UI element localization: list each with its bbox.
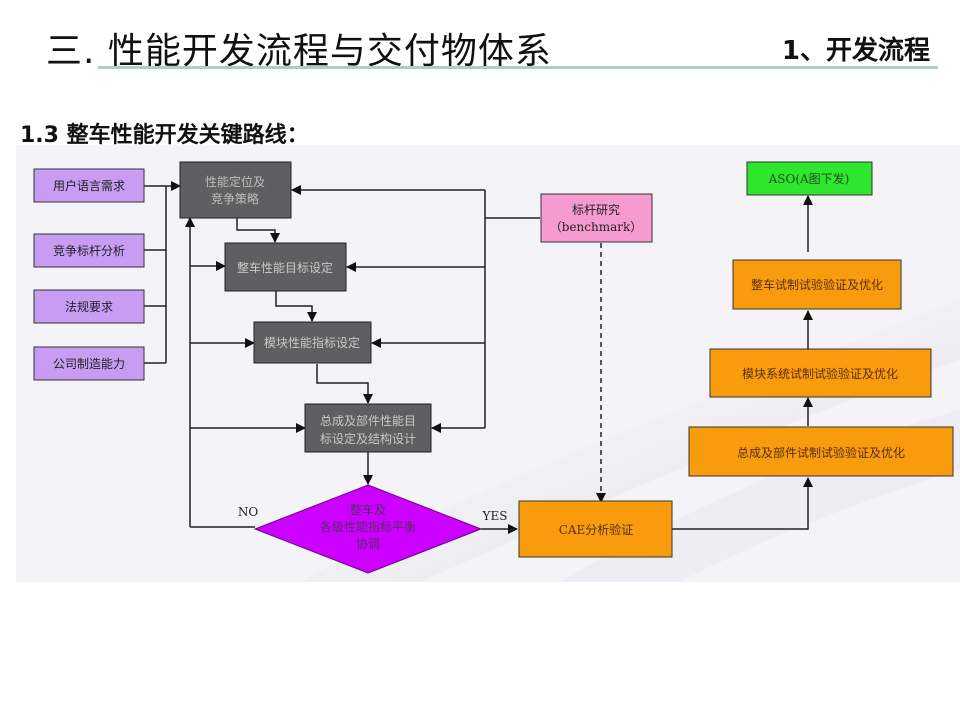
- input-box: 法规要求: [33, 289, 145, 324]
- input-box: 竞争标杆分析: [33, 233, 145, 268]
- process-label: 性能定位及: [205, 174, 265, 189]
- benchmark-connectors: [291, 185, 606, 503]
- feedback-loop: [185, 217, 306, 528]
- validation-label: 总成及部件试制试验验证及优化: [737, 445, 905, 460]
- input-box: 公司制造能力: [33, 346, 145, 381]
- process-label: 整车性能目标设定: [237, 260, 333, 275]
- decision-label: 协调: [356, 536, 380, 551]
- input-label: 公司制造能力: [53, 357, 125, 371]
- process-box: 整车性能目标设定: [224, 242, 347, 292]
- process-label: 模块性能指标设定: [264, 335, 360, 350]
- process-box: 总成及部件性能目 标设定及结构设计: [304, 403, 432, 453]
- decision-label: 整车及: [350, 502, 386, 517]
- subtitle: 1.3 整车性能开发关键路线：: [20, 123, 309, 148]
- process-label: 竞争策略: [211, 191, 259, 206]
- validation-box: 总成及部件试制试验验证及优化: [688, 426, 954, 477]
- process-box: 性能定位及 竞争策略: [179, 161, 292, 219]
- benchmark-label: 标杆研究: [572, 202, 620, 217]
- cae-box: CAE分析验证: [518, 500, 673, 558]
- decision-diamond: 整车及 各级性能指标平衡 协调: [253, 484, 483, 574]
- release-box: ASO(A图下发): [746, 161, 873, 196]
- no-label: NO: [238, 505, 259, 519]
- input-label: 法规要求: [65, 299, 113, 314]
- page-title: 三. 性能开发流程与交付物体系: [46, 31, 552, 72]
- validation-box: 整车试制试验验证及优化: [732, 259, 902, 310]
- benchmark-label: （benchmark）: [550, 220, 643, 234]
- release-label: ASO(A图下发): [768, 171, 850, 186]
- input-connectors: [144, 181, 181, 364]
- validation-box: 模块系统试制试验验证及优化: [709, 348, 932, 398]
- yes-label: YES: [482, 509, 508, 523]
- process-box: 模块性能指标设定: [253, 321, 372, 364]
- input-label: 竞争标杆分析: [53, 244, 125, 258]
- input-label: 用户语言需求: [53, 178, 125, 193]
- cae-label: CAE分析验证: [559, 522, 634, 537]
- decision-label: 各级性能指标平衡: [320, 519, 416, 534]
- title-divider: [98, 66, 938, 69]
- validation-label: 模块系统试制试验验证及优化: [742, 366, 898, 381]
- process-label: 总成及部件性能目: [320, 413, 416, 428]
- validation-label: 整车试制试验验证及优化: [751, 277, 883, 292]
- benchmark-box: 标杆研究 （benchmark）: [540, 193, 653, 243]
- process-label: 标设定及结构设计: [320, 431, 416, 446]
- input-box: 用户语言需求: [33, 168, 145, 203]
- process-connectors: [236, 195, 813, 534]
- section-label: 1、开发流程: [781, 36, 930, 66]
